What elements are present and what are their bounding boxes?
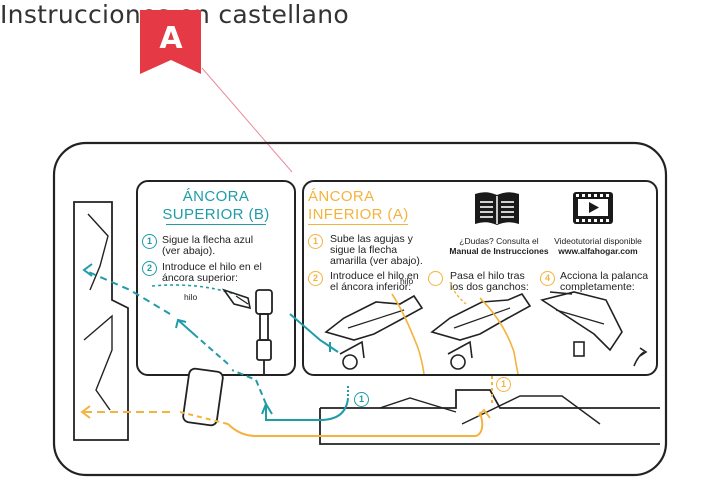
video-line1: Videotutorial disponible	[554, 236, 642, 246]
panel-a-step1-line3: amarilla (ver abajo).	[330, 255, 423, 267]
panel-a-step3-line1: Pasa el hilo tras	[450, 270, 525, 282]
panel-a-step1-line1: Sube las agujas y	[330, 233, 413, 245]
panel-a-step4-number: 4	[540, 271, 555, 286]
panel-b-step1-line1: Sigue la flecha azul	[162, 234, 254, 246]
badge-letter: A	[159, 21, 183, 56]
panel-b-step2-number: 2	[142, 261, 157, 276]
video-icon	[573, 192, 613, 224]
lower-looper-illustrations	[324, 281, 648, 374]
manual-link[interactable]: Manual de Instrucciones	[449, 246, 549, 256]
panel-a-step3-number: 3	[428, 271, 443, 286]
panel-a-step1-line2: sigue la flecha	[330, 244, 398, 256]
panel-a-step1-number: 1	[308, 234, 323, 249]
panel-b-title-1: ÁNCORA	[182, 188, 250, 205]
panel-a-title-underline	[308, 224, 408, 225]
panel-a-step3-line2: los dos ganchos:	[450, 281, 529, 293]
book-icon	[475, 192, 519, 225]
panel-a-step4-line2: completamente:	[560, 281, 635, 293]
panel-a-thread-label-1: hilo	[400, 276, 414, 286]
brand-badge: A	[140, 10, 201, 74]
panel-a-step2-line2: el áncora inferior:	[330, 281, 412, 293]
upper-looper-illustration	[151, 284, 273, 374]
panel-b-title-2: SUPERIOR (B)	[162, 206, 270, 223]
lower-looper-panel: ÁNCORA INFERIOR (A) 1 Sube las agujas y …	[302, 180, 658, 376]
manual-line2[interactable]: Manual de Instrucciones	[444, 246, 554, 256]
panel-a-step4-line1: Acciona la palanca	[560, 270, 649, 282]
panel-b-step1-line2: (ver abajo).	[162, 245, 216, 257]
diagram-marker-1-blue: 1	[354, 392, 369, 407]
panel-b-title-underline	[166, 224, 266, 225]
panel-a-title-2: INFERIOR (A)	[308, 206, 409, 223]
video-line2[interactable]: www.alfahogar.com	[544, 246, 652, 256]
panel-b-step1-number: 1	[142, 234, 157, 249]
panel-b-step2-line1: Introduce el hilo en el	[162, 261, 262, 273]
panel-a-step2-number: 2	[308, 271, 323, 286]
panel-b-thread-label: hilo	[184, 292, 198, 302]
manual-line1: ¿Dudas? Consulta el	[459, 236, 539, 246]
diagram-marker-1-yellow: 1	[496, 377, 511, 392]
video-link[interactable]: www.alfahogar.com	[558, 246, 638, 256]
panel-a-step2-line1: Introduce el hilo en	[330, 270, 419, 282]
panel-b-step2-line2: áncora superior:	[162, 272, 238, 284]
panel-a-title-1: ÁNCORA	[308, 188, 375, 205]
